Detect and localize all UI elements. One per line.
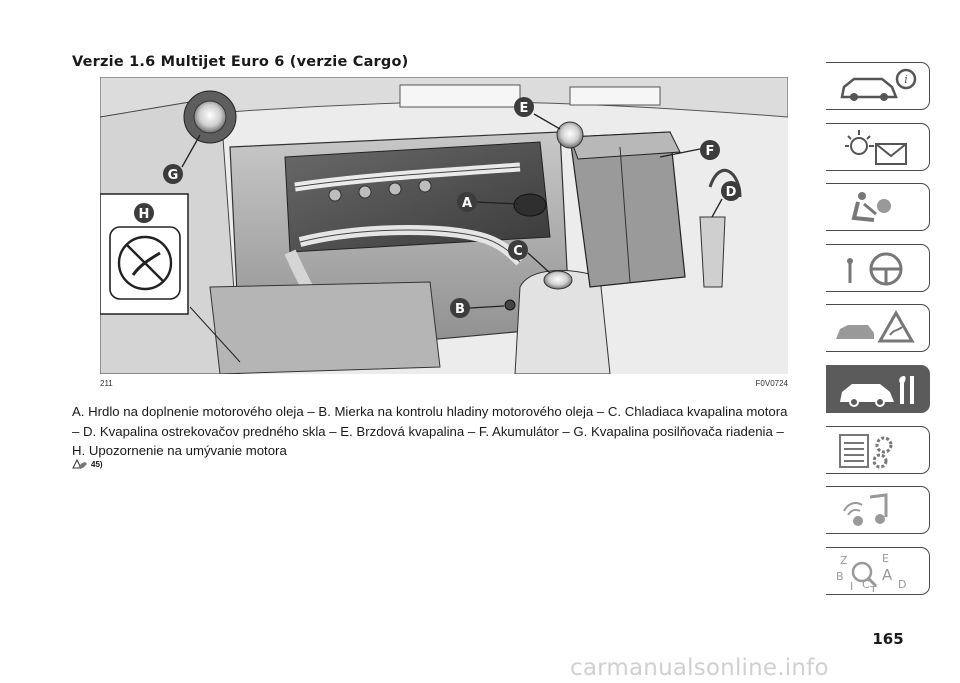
engine-illustration: A B C D E F G H [100, 77, 788, 374]
warning-note[interactable]: 45) [72, 458, 103, 470]
warning-hand-icon [72, 458, 87, 469]
warning-lights-icon [845, 129, 907, 165]
car-wrench-icon [840, 375, 914, 407]
svg-text:T: T [869, 584, 877, 592]
svg-text:C: C [862, 578, 870, 591]
callout-f: F [706, 144, 715, 159]
car-info-icon: i [840, 68, 917, 101]
car-triangle-icon [836, 310, 915, 343]
watermark: carmanualsonline.info [570, 655, 829, 681]
tab-car-info[interactable]: i [826, 62, 930, 110]
figure-number: 211 [100, 379, 113, 388]
callout-g: G [168, 168, 179, 183]
media-icon [843, 493, 888, 527]
svg-text:D: D [898, 578, 906, 591]
callout-a: A [462, 196, 472, 211]
figure-caption: A. Hrdlo na doplnenie motorového oleja –… [72, 404, 788, 458]
tab-media[interactable] [826, 486, 930, 535]
seat-airbag-icon [851, 192, 891, 223]
section-heading: Verzie 1.6 Multijet Euro 6 (verzie Cargo… [72, 54, 409, 70]
figure-code: F0V0724 [755, 379, 788, 388]
svg-text:I: I [850, 580, 853, 592]
list-gear-icon [839, 433, 893, 469]
tab-car-wrench[interactable] [826, 364, 930, 413]
note-reference: 45) [91, 459, 103, 469]
tab-seat-airbag[interactable] [826, 183, 930, 232]
callout-b: B [455, 302, 465, 317]
callout-c: C [513, 244, 523, 259]
steering-wheel-key-icon [847, 252, 903, 286]
tab-warning-lights[interactable] [826, 122, 930, 171]
callout-h: H [139, 207, 150, 222]
svg-text:Z: Z [840, 554, 848, 567]
chapter-sidebar: i [826, 62, 930, 607]
svg-text:E: E [882, 552, 889, 565]
svg-text:B: B [836, 570, 844, 583]
tab-car-triangle[interactable] [826, 304, 930, 353]
page-number: 165 [872, 630, 904, 648]
tab-steering-key[interactable] [826, 243, 930, 292]
callout-e: E [520, 101, 529, 116]
svg-text:i: i [904, 73, 908, 86]
callout-d: D [726, 185, 737, 200]
tab-list-gear[interactable] [826, 425, 930, 474]
svg-text:A: A [882, 566, 893, 584]
